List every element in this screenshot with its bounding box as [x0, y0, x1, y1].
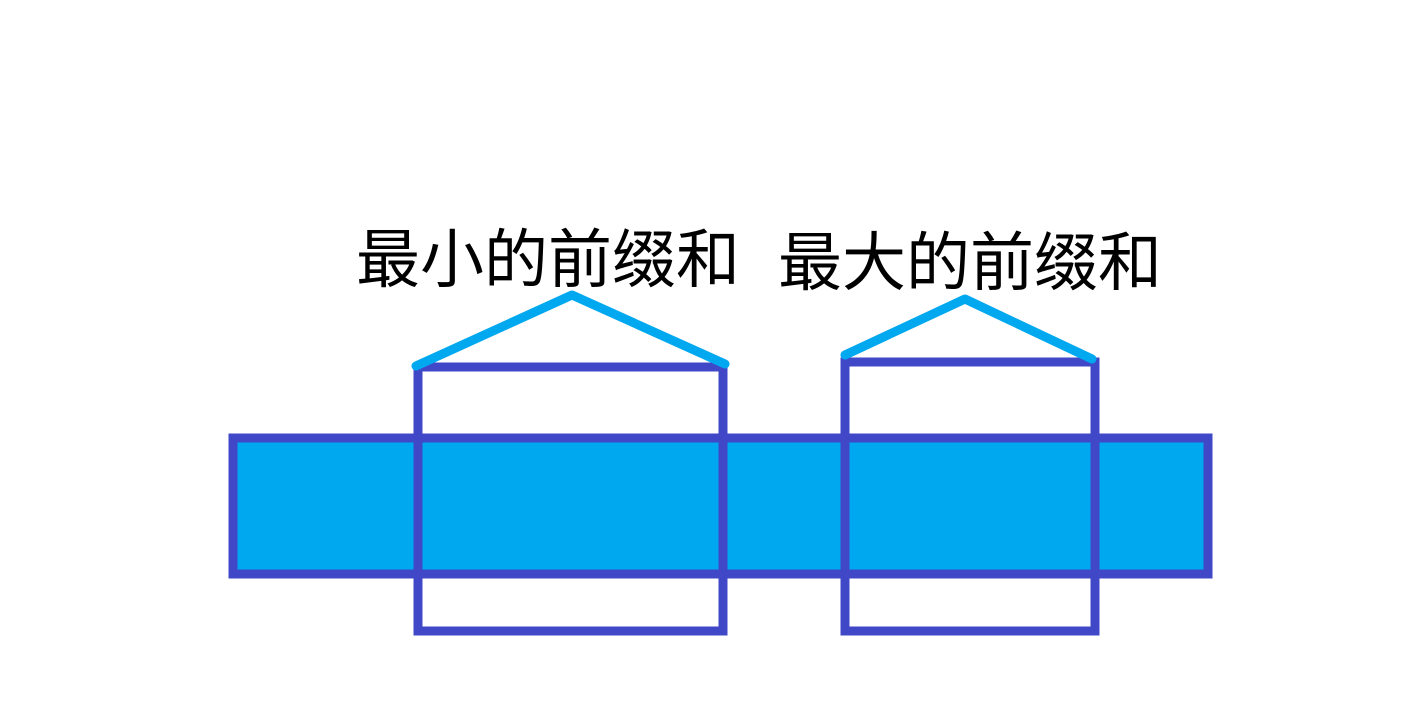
max-prefix-bracket — [840, 294, 1097, 364]
min-prefix-sum-label: 最小的前缀和 — [356, 224, 740, 298]
max-prefix-window — [840, 357, 1100, 636]
min-prefix-bracket — [411, 290, 730, 371]
min-prefix-window — [413, 362, 728, 636]
max-prefix-sum-label: 最大的前缀和 — [778, 227, 1162, 301]
